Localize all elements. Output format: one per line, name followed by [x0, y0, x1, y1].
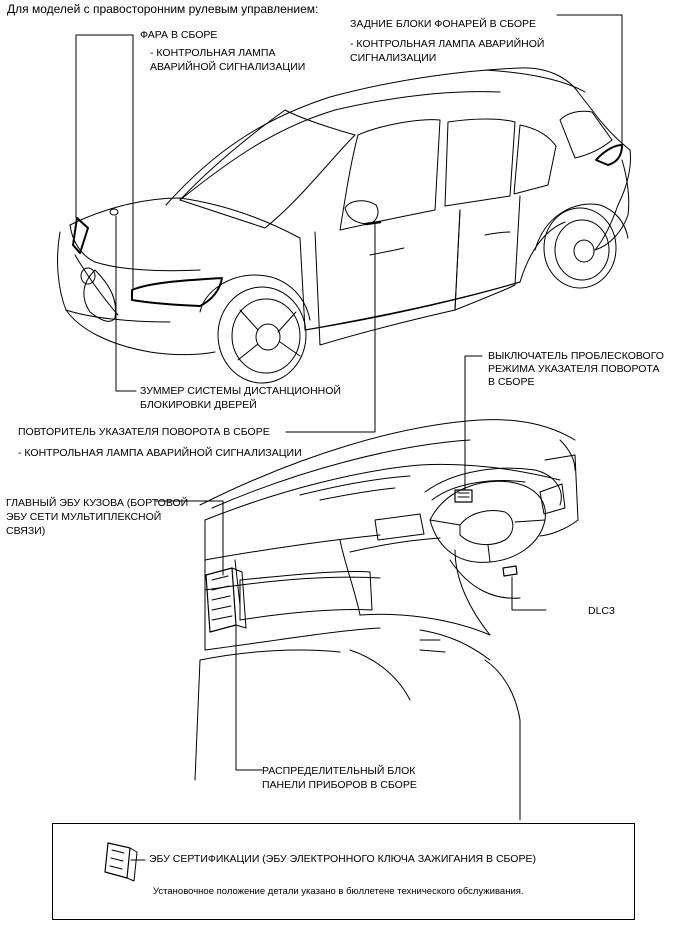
door-lock-buzzer-label-2: БЛОКИРОВКИ ДВЕРЕЙ: [140, 399, 257, 411]
side-turn-repeater-label: ПОВТОРИТЕЛЬ УКАЗАТЕЛЯ ПОВОРОТА В СБОРЕ: [18, 426, 270, 438]
headlamp-sub-label-1: - КОНТРОЛЬНАЯ ЛАМПА: [150, 47, 276, 59]
headlamp-label: ФАРА В СБОРЕ: [140, 29, 218, 41]
main-body-ecu-label-2: ЭБУ СЕТИ МУЛЬТИПЛЕКСНОЙ: [6, 511, 162, 523]
headlamp-sub-label-2: АВАРИЙНОЙ СИГНАЛИЗАЦИИ: [150, 61, 306, 73]
car-illustration: [57, 67, 631, 384]
flasher-switch-label-3: В СБОРЕ: [488, 376, 535, 388]
rear-lamp-sub-label-2: СИГНАЛИЗАЦИИ: [350, 52, 437, 64]
note-box: [52, 823, 635, 920]
dlc3-label: DLC3: [588, 605, 615, 617]
installation-note: Установочное положение детали указано в …: [153, 886, 524, 897]
flasher-switch-label-1: ВЫКЛЮЧАТЕЛЬ ПРОБЛЕСКОВОГО: [488, 350, 664, 362]
rear-lamp-label: ЗАДНИЕ БЛОКИ ФОНАРЕЙ В СБОРЕ: [350, 18, 537, 30]
certification-ecu-label: ЭБУ СЕРТИФИКАЦИИ (ЭБУ ЭЛЕКТРОННОГО КЛЮЧА…: [149, 853, 536, 865]
main-body-ecu-label-1: ГЛАВНЫЙ ЭБУ КУЗОВА (БОРТОВОЙ: [6, 497, 189, 509]
leader-lines: [75, 14, 623, 861]
side-turn-repeater-sub-label: - КОНТРОЛЬНАЯ ЛАМПА АВАРИЙНОЙ СИГНАЛИЗАЦ…: [18, 447, 302, 459]
flasher-switch-label-2: РЕЖИМА УКАЗАТЕЛЯ ПОВОРОТА: [488, 363, 660, 375]
diagram-header: Для моделей с правосторонним рулевым упр…: [7, 2, 319, 16]
certification-ecu-icon: [104, 842, 138, 882]
door-lock-buzzer-label-1: ЗУММЕР СИСТЕМЫ ДИСТАНЦИОННОЙ: [140, 385, 341, 397]
instrument-panel-junction-block-label-2: ПАНЕЛИ ПРИБОРОВ В СБОРЕ: [262, 779, 417, 791]
main-body-ecu-label-3: СВЯЗИ): [6, 525, 46, 537]
instrument-panel-junction-block-label-1: РАСПРЕДЕЛИТЕЛЬНЫЙ БЛОК: [262, 765, 416, 777]
dashboard-illustration: [194, 419, 579, 821]
rear-lamp-sub-label-1: - КОНТРОЛЬНАЯ ЛАМПА АВАРИЙНОЙ: [350, 38, 545, 50]
